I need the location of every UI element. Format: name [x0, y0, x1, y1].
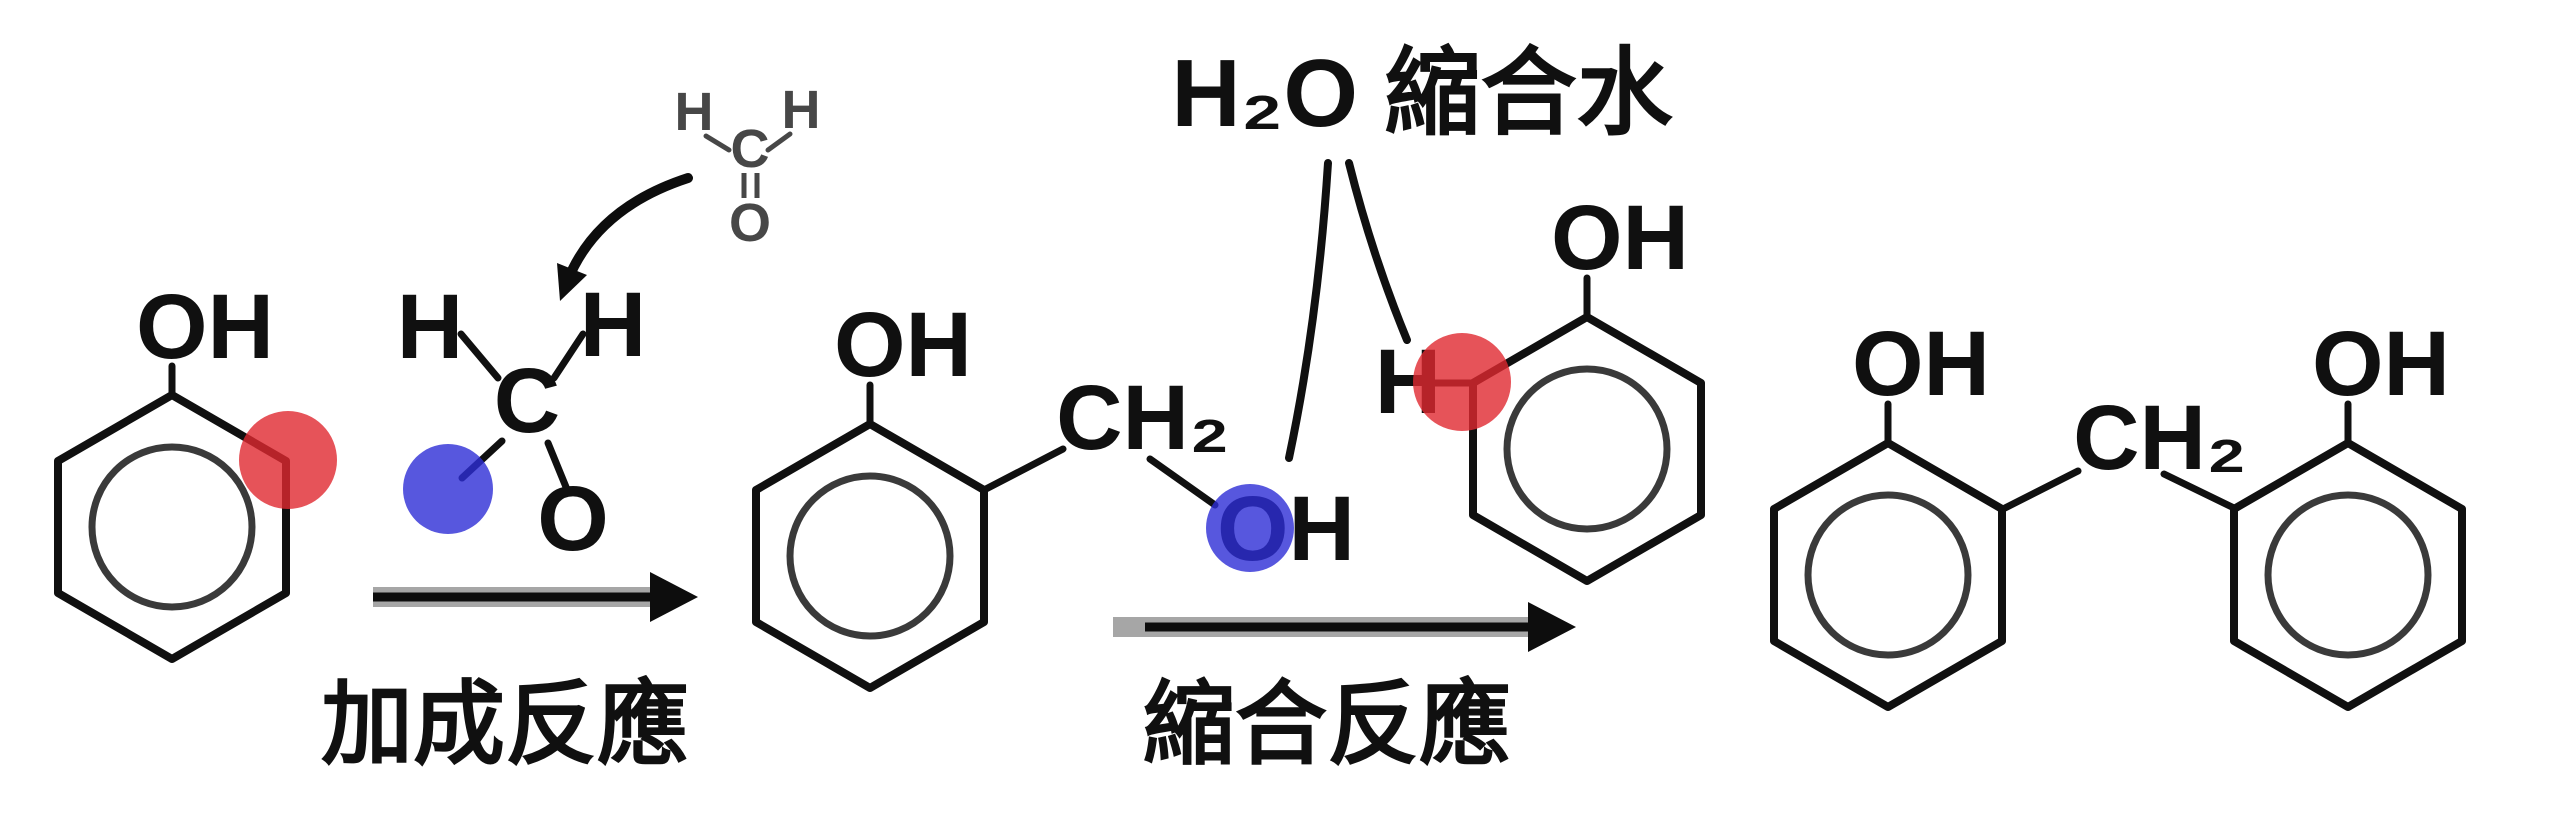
water-callout: H₂O 縮合水	[1171, 40, 1674, 462]
benzene-ring	[752, 420, 988, 692]
condensation-reaction-label: 縮合反應	[1143, 674, 1511, 776]
arrow-head	[1528, 602, 1576, 652]
methylene-label: CH₂	[1056, 367, 1230, 469]
h-c-bond	[457, 330, 502, 382]
ring-hexagon	[2230, 439, 2466, 711]
hydroxyl-label: OH	[1551, 187, 1689, 289]
ring-inner-circle	[2264, 491, 2432, 659]
ring-inner-circle	[1804, 491, 1972, 659]
hydrogen-label: H	[580, 274, 646, 376]
water-leader-left	[1285, 159, 1332, 462]
ch2-o-bond	[1146, 455, 1219, 509]
hydroxyl-label: OH	[2312, 313, 2450, 415]
oxygen-label: O	[729, 193, 771, 253]
hydroxyl-label: OH	[834, 294, 972, 396]
hydrogen-label: H	[782, 80, 821, 140]
hydroxyl-label: OH	[136, 276, 274, 378]
h-c-bond	[765, 131, 793, 153]
hydrogen-label: H	[397, 276, 463, 378]
benzene-ring	[1469, 313, 1705, 585]
methylene-label: CH₂	[2073, 387, 2247, 489]
water-leader-right	[1345, 159, 1411, 344]
hydroxyl-label: OH	[1852, 313, 1990, 415]
benzene-ring	[1770, 439, 2006, 711]
ring-inner-circle	[1503, 365, 1671, 533]
ring-inner-circle	[88, 443, 256, 611]
product-molecule: OH CH₂ OH	[1770, 313, 2466, 711]
benzene-ring	[2230, 439, 2466, 711]
ring-ch2-bond	[980, 445, 1067, 494]
formaldehyde-small: H H C O	[675, 80, 821, 253]
arrow-addition: 加成反應	[321, 572, 698, 776]
ch2-ring-bond	[2160, 470, 2238, 512]
curved-arrow	[557, 173, 693, 301]
h-c-bond	[703, 133, 732, 153]
curved-arrow-head	[557, 263, 587, 301]
ring-inner-circle	[786, 472, 954, 640]
carbon-label: C	[731, 119, 770, 179]
carbon-label: C	[494, 350, 560, 452]
addition-reaction-label: 加成反應	[321, 674, 689, 776]
hydrogen-label: H	[675, 82, 714, 142]
arrow-head	[650, 572, 698, 622]
red-highlight-phenol1-ortho	[239, 411, 337, 509]
blue-highlight-formaldehyde	[403, 444, 493, 534]
water-label: H₂O 縮合水	[1171, 40, 1673, 147]
c-o-bond	[544, 439, 570, 491]
curved-arrow-line	[562, 173, 693, 287]
h-c-bond	[550, 330, 587, 382]
arrow-condensation: 縮合反應	[1113, 602, 1576, 776]
formaldehyde: H H C O	[397, 274, 646, 570]
blue-highlight-intermediate-oh	[1206, 484, 1294, 572]
red-highlight-phenol2-h	[1413, 333, 1511, 431]
highlight-dots	[239, 333, 1511, 572]
oxygen-label: O	[537, 468, 609, 570]
ring-ch2-bond	[2001, 467, 2082, 512]
